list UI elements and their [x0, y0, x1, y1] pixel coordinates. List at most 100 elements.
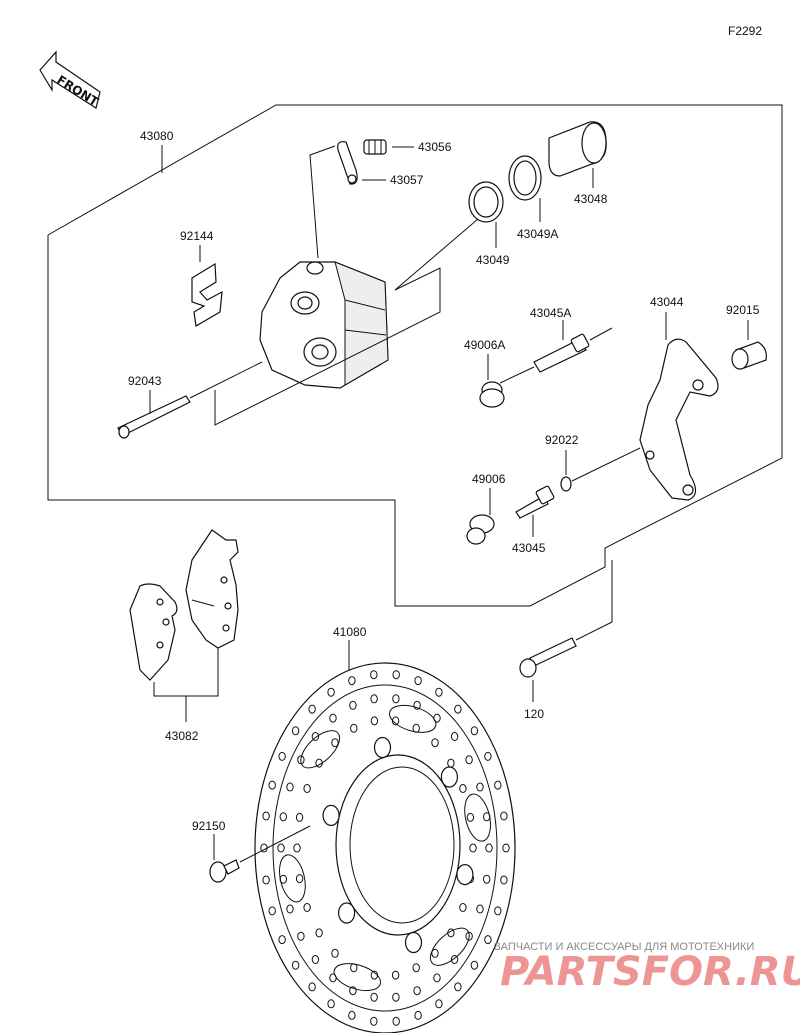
disc-hole — [431, 738, 439, 748]
disc-hole — [392, 992, 400, 1002]
disc-bolt-holes — [322, 736, 474, 954]
disc-hole — [308, 704, 316, 714]
disc-hole — [278, 751, 286, 761]
disc-hole — [392, 670, 400, 680]
bracket-collar — [731, 341, 767, 370]
disc-hole — [412, 963, 420, 973]
disc-hole — [370, 992, 378, 1002]
disc-hole — [484, 935, 492, 945]
disc-slot — [333, 963, 382, 992]
disc-holes — [260, 670, 510, 1026]
disc-hole — [391, 970, 400, 980]
disc-hole — [262, 811, 270, 821]
caliper-bracket — [639, 338, 719, 501]
label-92144: 92144 — [180, 229, 214, 243]
disc-hole — [483, 874, 491, 884]
caliper-bracket-line — [214, 267, 441, 426]
bleeder-valve — [363, 139, 387, 155]
disc-hole — [466, 812, 475, 822]
caliper-piston — [548, 121, 607, 177]
brake-pads — [129, 529, 239, 681]
disc-hole — [348, 1010, 356, 1020]
disc-hole — [484, 751, 492, 761]
disc-hole — [476, 904, 484, 914]
label-43082: 43082 — [165, 729, 199, 743]
label-43057: 43057 — [390, 173, 424, 187]
watermark-tagline: ЗАПЧАСТИ И АКСЕССУАРЫ ДЛЯ МОТОТЕХНИКИ — [494, 941, 754, 953]
disc-hole — [485, 843, 493, 853]
disc-slot — [429, 927, 470, 966]
piston-seal — [468, 181, 504, 223]
disc-hole — [392, 1016, 400, 1026]
disc-hole — [303, 784, 311, 793]
disc-hole — [311, 955, 320, 964]
disc-hole — [293, 843, 301, 853]
disc-hole — [494, 780, 502, 790]
caliper-body — [259, 261, 389, 389]
label-43044: 43044 — [650, 295, 684, 309]
bolt-axis — [575, 621, 613, 641]
pad-pin — [117, 395, 191, 439]
disc-bolt-hole — [404, 931, 423, 954]
disc-hub-inner — [349, 766, 455, 924]
disc-bolt-hole — [373, 736, 392, 759]
disc-hole — [291, 960, 300, 970]
slide-pin-lower — [515, 485, 555, 519]
disc-slot — [388, 704, 437, 733]
disc-hole — [370, 716, 379, 726]
disc-hole — [315, 928, 323, 938]
disc-hole — [459, 784, 467, 793]
disc-hole — [297, 931, 305, 941]
disc-bolt-axis — [239, 825, 311, 863]
disc-hole — [502, 843, 510, 853]
disc-hole — [494, 906, 502, 916]
disc-hole — [279, 812, 287, 822]
pin-axis-line — [189, 361, 263, 399]
disc-hole — [414, 676, 422, 686]
leader-piston — [394, 218, 479, 291]
disc-hole — [370, 694, 378, 704]
disc-hole — [370, 670, 378, 680]
mounting-bolt — [519, 637, 577, 678]
disc-hole — [500, 811, 508, 821]
disc-hole — [295, 812, 304, 822]
disc-hole — [450, 955, 459, 964]
label-43056: 43056 — [418, 140, 452, 154]
disc-hole — [278, 935, 286, 945]
label-92043: 92043 — [128, 374, 162, 388]
lower-pin-axis — [571, 447, 641, 482]
disc-carrier-slots — [279, 704, 491, 992]
disc-hole — [454, 704, 462, 714]
disc-hole — [414, 1010, 422, 1020]
disc-hole — [433, 973, 441, 983]
label-43048: 43048 — [574, 192, 608, 206]
disc-hole — [450, 732, 459, 741]
pad-spring — [191, 262, 223, 327]
label-92150: 92150 — [192, 819, 226, 833]
disc-hole — [331, 738, 339, 748]
disc-bolt-hole — [440, 766, 458, 788]
disc-hole — [329, 713, 337, 723]
disc-hole — [413, 700, 421, 710]
disc-hole — [370, 1016, 378, 1026]
disc-bolt-hole — [322, 804, 340, 827]
label-49006A: 49006A — [464, 338, 505, 352]
circlip — [560, 476, 572, 492]
disc-hole — [454, 982, 462, 992]
disc-inner-edge — [272, 684, 498, 1012]
disc-hole — [277, 843, 285, 853]
boot-upper — [479, 381, 505, 408]
label-41080: 41080 — [333, 625, 367, 639]
disc-hole — [500, 875, 508, 885]
disc-hole — [291, 726, 300, 736]
disc-hole — [349, 986, 357, 996]
disc-hole — [348, 676, 356, 686]
label-92015: 92015 — [726, 303, 760, 317]
disc-hole — [286, 782, 294, 792]
leader-bleeder — [309, 145, 336, 259]
disc-slot — [279, 854, 306, 903]
assembly-boundary — [47, 104, 783, 607]
disc-hub — [335, 754, 461, 936]
